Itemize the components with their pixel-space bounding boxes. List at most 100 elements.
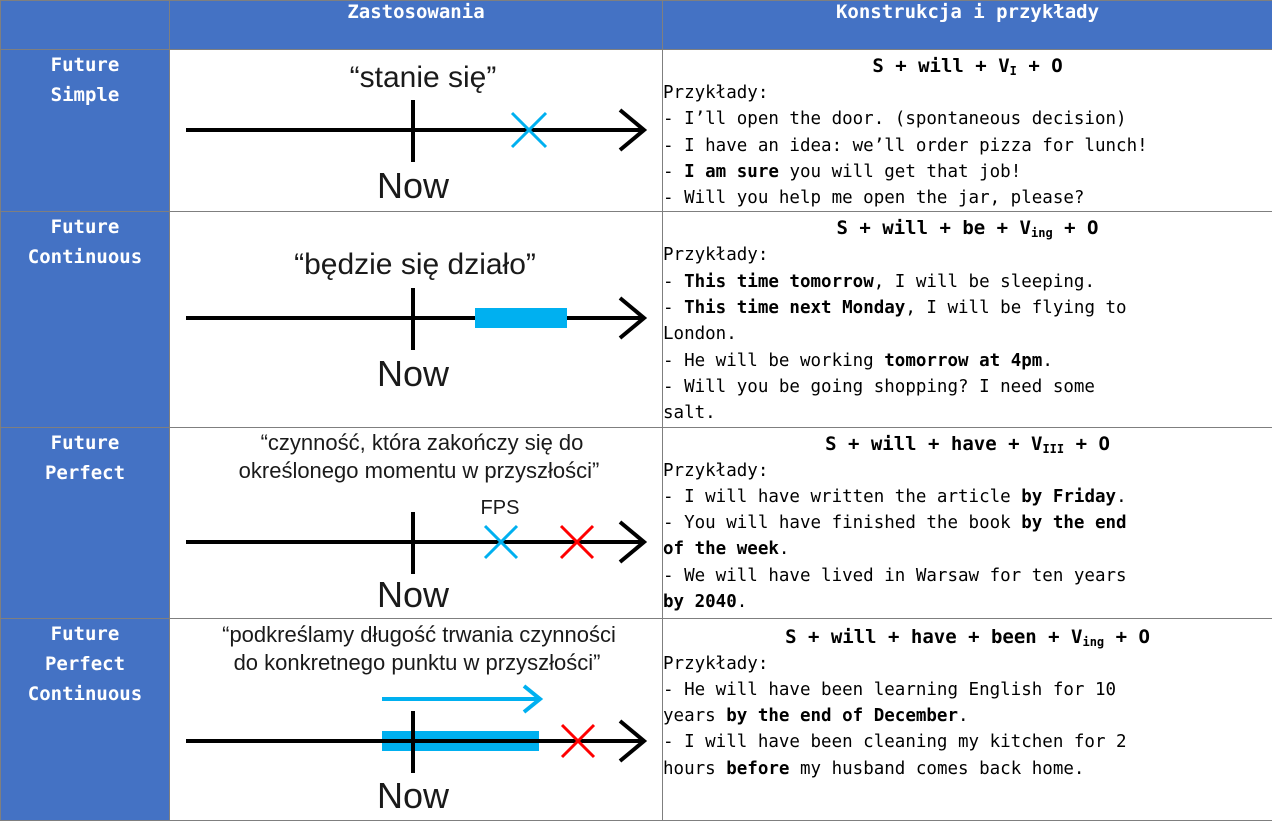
example-line: London. (663, 321, 1272, 347)
usage-caption: określonego momentu w przyszłości” (239, 458, 600, 483)
timeline-diagram: “stanie się” Now (170, 50, 662, 210)
formula: S + will + have + VIII + O (663, 428, 1272, 458)
example-emphasis: This time tomorrow (684, 272, 874, 292)
header-usage: Zastosowania (170, 1, 663, 50)
header-construction: Konstrukcja i przykłady (663, 1, 1272, 50)
tense-row-future-perfect: Future Perfect “czynność, która zakończy… (1, 427, 1272, 618)
usage-caption: “czynność, która zakończy się do (261, 430, 584, 455)
construction-cell: S + will + have + been + Ving + O Przykł… (663, 618, 1272, 820)
tense-name: Future Perfect Continuous (1, 618, 170, 820)
tense-name: Future Continuous (1, 212, 170, 427)
example-line: of the week. (663, 536, 1272, 562)
example-text: hours (663, 759, 726, 779)
tense-row-future-simple: Future Simple “stanie się” Now S + will … (1, 50, 1272, 212)
example-text: - I will have written the article (663, 487, 1021, 507)
example-text: - (663, 162, 684, 182)
tense-name: Future Perfect (1, 427, 170, 618)
example-text: . (1116, 487, 1127, 507)
usage-caption: do konkretnego punktu w przyszłości” (234, 650, 601, 675)
usage-caption: “stanie się” (350, 61, 497, 94)
examples-list: - This time tomorrow, I will be sleeping… (663, 269, 1272, 427)
formula: S + will + be + Ving + O (663, 212, 1272, 242)
example-line: hours before my husband comes back home. (663, 756, 1272, 782)
usage-caption: “podkreślamy długość trwania czynności (222, 622, 616, 647)
formula: S + will + have + been + Ving + O (663, 619, 1272, 651)
construction-cell: S + will + be + Ving + O Przykłady: - Th… (663, 212, 1272, 427)
tense-name: Future Simple (1, 50, 170, 212)
example-line: - I’ll open the door. (spontaneous decis… (663, 106, 1272, 132)
example-text: - He will be working (663, 351, 884, 371)
example-emphasis: by 2040 (663, 592, 737, 612)
tense-name-line: Continuous (1, 242, 169, 272)
example-line: - He will have been learning English for… (663, 677, 1272, 703)
example-text: . (958, 706, 969, 726)
examples-list: - I’ll open the door. (spontaneous decis… (663, 106, 1272, 211)
timeline-diagram: “czynność, która zakończy się do określo… (170, 428, 662, 617)
example-text: - We will have lived in Warsaw for ten y… (663, 566, 1127, 586)
construction-cell: S + will + VI + O Przykłady: - I’ll open… (663, 50, 1272, 212)
usage-caption: “będzie się działo” (294, 248, 536, 281)
timeline-diagram: “podkreślamy długość trwania czynności d… (170, 619, 662, 819)
tense-row-future-continuous: Future Continuous “będzie się działo” No… (1, 212, 1272, 427)
example-text: , I will be sleeping. (874, 272, 1095, 292)
tense-name-line: Perfect (1, 458, 169, 488)
examples-label: Przykłady: (663, 242, 1272, 268)
example-text: - I will have been cleaning my kitchen f… (663, 732, 1127, 752)
example-line: - We will have lived in Warsaw for ten y… (663, 563, 1272, 589)
tense-name-line: Simple (1, 80, 169, 110)
example-text: . (737, 592, 748, 612)
example-text: London. (663, 324, 737, 344)
now-label: Now (377, 574, 450, 615)
usage-diagram: “będzie się działo” Now (170, 212, 663, 427)
example-emphasis: by Friday (1021, 487, 1116, 507)
example-line: - This time next Monday, I will be flyin… (663, 295, 1272, 321)
example-text: , I will be flying to (905, 298, 1126, 318)
example-emphasis: of the week (663, 539, 779, 559)
example-line: years by the end of December. (663, 703, 1272, 729)
construction-cell: S + will + have + VIII + O Przykłady: - … (663, 427, 1272, 618)
example-text: . (779, 539, 790, 559)
example-line: - I will have written the article by Fri… (663, 484, 1272, 510)
example-text: my husband comes back home. (789, 759, 1084, 779)
example-line: - Will you help me open the jar, please? (663, 185, 1272, 211)
now-label: Now (377, 775, 450, 816)
example-emphasis: I am sure (684, 162, 779, 182)
fps-label: FPS (481, 497, 520, 519)
timeline-diagram: “będzie się działo” Now (170, 212, 662, 425)
example-line: - I am sure you will get that job! (663, 159, 1272, 185)
tense-name-line: Continuous (1, 679, 169, 709)
formula: S + will + VI + O (663, 50, 1272, 80)
example-line: - This time tomorrow, I will be sleeping… (663, 269, 1272, 295)
example-text: - Will you be going shopping? I need som… (663, 377, 1095, 397)
example-line: - You will have finished the book by the… (663, 510, 1272, 536)
now-label: Now (377, 353, 450, 394)
duration-arrow (382, 686, 540, 712)
examples-label: Przykłady: (663, 458, 1272, 484)
tense-row-future-perfect-continuous: Future Perfect Continuous “podkreślamy d… (1, 618, 1272, 820)
example-line: by 2040. (663, 589, 1272, 615)
example-line: - He will be working tomorrow at 4pm. (663, 348, 1272, 374)
example-text: - (663, 298, 684, 318)
header-corner (1, 1, 170, 50)
example-emphasis: by the end of December (726, 706, 958, 726)
examples-list: - I will have written the article by Fri… (663, 484, 1272, 615)
example-emphasis: by the end (1021, 513, 1126, 533)
examples-label: Przykłady: (663, 80, 1272, 106)
example-line: - I have an idea: we’ll order pizza for … (663, 133, 1272, 159)
tense-name-line: Perfect (1, 649, 169, 679)
example-text: - I’ll open the door. (spontaneous decis… (663, 109, 1127, 129)
examples-label: Przykłady: (663, 651, 1272, 677)
example-line: - I will have been cleaning my kitchen f… (663, 729, 1272, 755)
usage-diagram: “stanie się” Now (170, 50, 663, 212)
ongoing-action-bar (475, 308, 567, 328)
example-text: salt. (663, 403, 716, 423)
usage-diagram: “podkreślamy długość trwania czynności d… (170, 618, 663, 820)
example-emphasis: This time next Monday (684, 298, 905, 318)
example-text: - You will have finished the book (663, 513, 1021, 533)
example-text: - Will you help me open the jar, please? (663, 188, 1084, 208)
example-emphasis: before (726, 759, 789, 779)
example-text: - He will have been learning English for… (663, 680, 1116, 700)
example-emphasis: tomorrow at 4pm (884, 351, 1042, 371)
tense-name-line: Future (1, 619, 169, 649)
